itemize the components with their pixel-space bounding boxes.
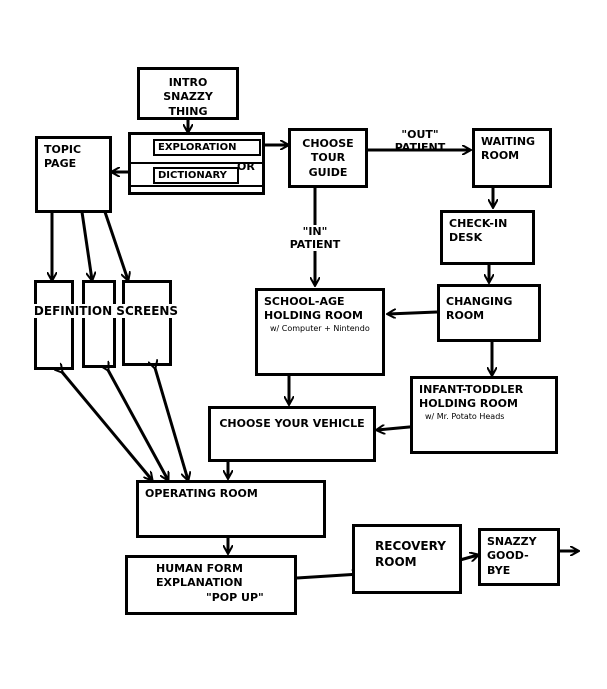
infant-toddler-label: Infant-Toddler Holding Room xyxy=(419,383,524,411)
exploration-option[interactable]: Exploration xyxy=(153,139,261,156)
waiting-room-label: Waiting Room xyxy=(481,135,536,163)
infant-toddler-node[interactable]: Infant-Toddler Holding Room w/ Mr. Potat… xyxy=(410,376,558,454)
edge-topic-def2 xyxy=(82,212,92,280)
screens-box[interactable] xyxy=(122,280,172,366)
definition-box-2[interactable] xyxy=(82,280,116,368)
definition-screens-group: Definition Screens xyxy=(22,280,190,372)
definition-box-1[interactable] xyxy=(34,280,74,370)
choose-vehicle-label: Choose Your Vehicle xyxy=(219,417,365,430)
choose-vehicle-node[interactable]: Choose Your Vehicle xyxy=(208,406,376,462)
infant-toddler-note: w/ Mr. Potato Heads xyxy=(425,411,505,421)
goodbye-label: Snazzy Good-Bye xyxy=(487,535,537,577)
checkin-desk-node[interactable]: Check-In Desk xyxy=(440,210,535,265)
waiting-room-node[interactable]: Waiting Room xyxy=(472,128,552,188)
human-form-node[interactable]: Human Form Explanation "Pop Up" xyxy=(125,555,297,615)
edge-topic-screens xyxy=(105,212,128,280)
choose-guide-label: Choose Tour Guide xyxy=(302,137,354,179)
in-patient-label: "In" Patient xyxy=(285,225,345,252)
recovery-room-node[interactable]: Recovery Room xyxy=(352,524,462,594)
school-age-node[interactable]: School-Age Holding Room w/ Computer + Ni… xyxy=(255,288,385,376)
edge-recovery-goodbye xyxy=(459,555,478,560)
human-form-label: Human Form Explanation xyxy=(156,562,243,590)
checkin-desk-label: Check-In Desk xyxy=(449,217,508,245)
topic-page-node[interactable]: Topic Page xyxy=(35,136,112,213)
school-age-label: School-Age Holding Room xyxy=(264,295,363,323)
operating-room-node[interactable]: Operating Room xyxy=(136,480,326,538)
dictionary-option[interactable]: Dictionary xyxy=(153,167,239,184)
definition-screens-label: Definition Screens xyxy=(22,304,190,319)
school-age-note: w/ Computer + Nintendo xyxy=(270,323,370,333)
out-patient-label: "Out" Patient xyxy=(394,128,446,155)
recovery-room-label: Recovery Room xyxy=(375,539,446,569)
changing-room-node[interactable]: Changing Room xyxy=(437,284,541,342)
topic-page-label: Topic Page xyxy=(44,143,82,171)
intro-node[interactable]: Intro Snazzy Thing xyxy=(137,67,239,120)
menu-divider xyxy=(131,162,262,164)
menu-node[interactable]: Exploration Dictionary xyxy=(128,132,265,195)
menu-divider-2 xyxy=(131,185,262,187)
edge-screens-operating xyxy=(155,368,188,480)
operating-room-label: Operating Room xyxy=(145,487,258,500)
changing-room-label: Changing Room xyxy=(446,295,513,323)
intro-label: Intro Snazzy Thing xyxy=(163,76,213,118)
goodbye-node[interactable]: Snazzy Good-Bye xyxy=(478,528,560,586)
or-label: OR xyxy=(237,160,255,173)
choose-guide-node[interactable]: Choose Tour Guide xyxy=(288,128,368,188)
edge-humanform-recovery xyxy=(296,574,360,580)
edge-changing-school xyxy=(388,312,438,314)
human-form-sub: "Pop Up" xyxy=(206,590,264,604)
